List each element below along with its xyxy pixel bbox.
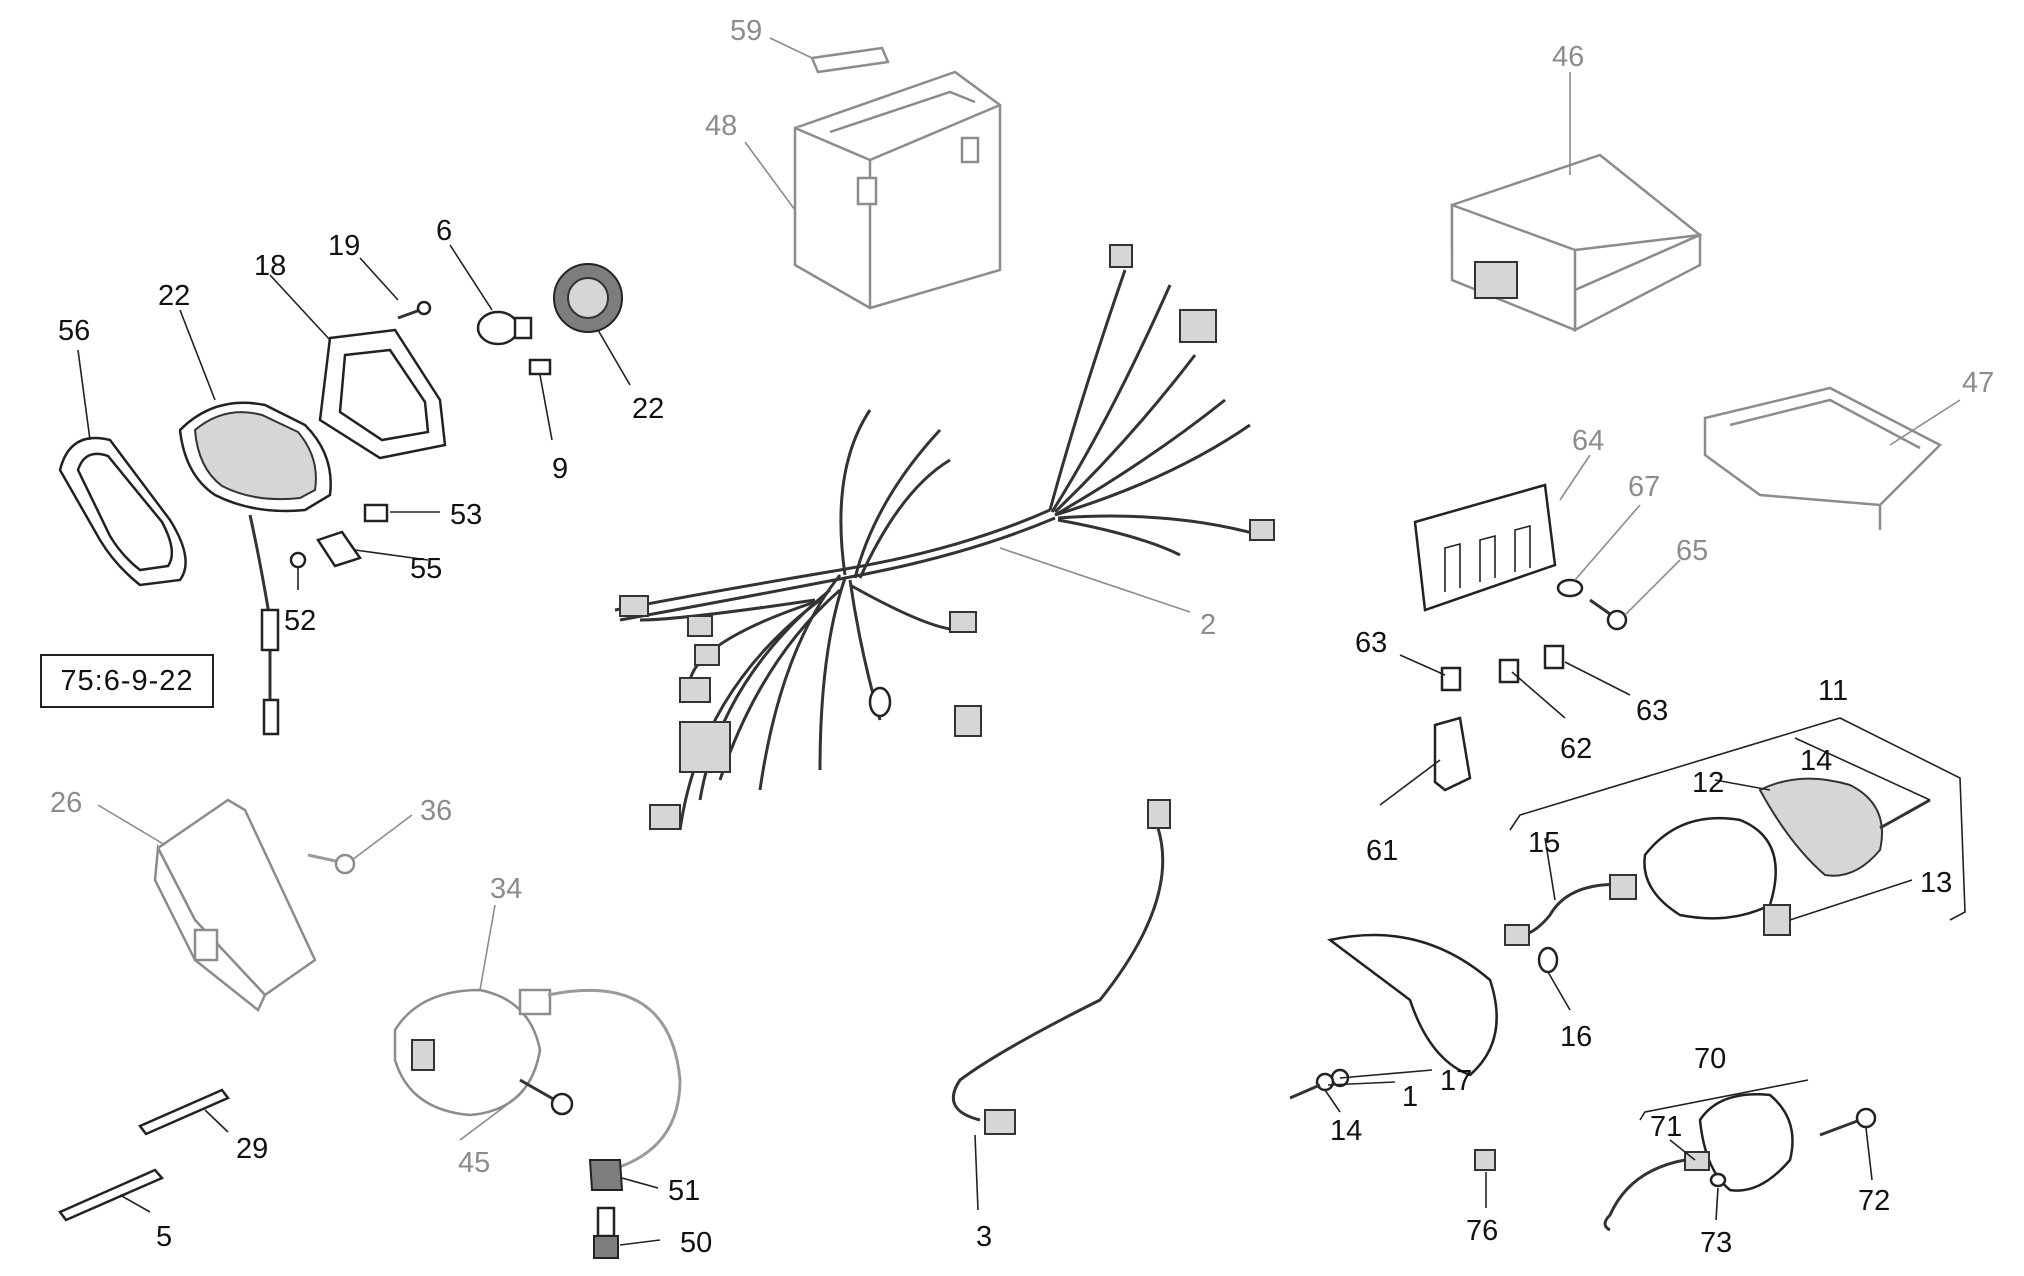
coil-bolt-part [519,1078,574,1116]
reference-code-box: 75:6-9-22 [40,654,214,708]
control-unit-part [1450,153,1703,333]
label-15: 15 [1528,827,1560,859]
leader-lines [77,37,1961,1246]
label-76: 76 [1466,1215,1498,1247]
label-14-bottom: 14 [1330,1115,1362,1147]
grommet-part [1474,1149,1496,1171]
label-18: 18 [254,250,286,282]
cable-tie-long-part [58,1168,165,1222]
small-screw-part [289,551,307,569]
fuse-plate-part [1413,483,1557,612]
battery-pad-part [810,46,890,74]
label-55: 55 [410,553,442,585]
label-63-left: 63 [1355,627,1387,659]
spring-part [363,503,389,523]
label-71: 71 [1650,1111,1682,1143]
label-63-right: 63 [1636,695,1668,727]
tray-bracket-part [1703,386,1943,530]
label-73: 73 [1700,1227,1732,1259]
label-59: 59 [730,15,762,47]
horn-part [553,263,623,333]
spark-plug-part [593,1206,619,1259]
main-wiring-harness-part [614,244,1275,831]
label-2: 2 [1200,609,1216,641]
label-22-right: 22 [632,393,664,425]
label-5: 5 [156,1221,172,1253]
label-19: 19 [328,230,360,262]
fuse-part [1433,644,1565,792]
label-12: 12 [1692,767,1724,799]
label-45: 45 [458,1147,490,1179]
headlamp-bulb-part [476,310,533,346]
cable-tie-part [138,1088,230,1136]
label-52: 52 [284,605,316,637]
tail-light-assembly-part [1289,717,1966,1100]
headlamp-bracket-part [318,328,447,460]
clip-plate-part [316,530,362,568]
label-29: 29 [236,1133,268,1165]
label-3: 3 [976,1221,992,1253]
label-17: 17 [1440,1065,1472,1097]
label-53: 53 [450,499,482,531]
label-46: 46 [1552,41,1584,73]
label-34: 34 [490,873,522,905]
sensor-harness-part [951,799,1171,1135]
label-62: 62 [1560,733,1592,765]
spark-plug-cap-part [588,1159,624,1191]
bolt-part [1589,598,1628,631]
battery-part [793,70,1002,310]
washer-part [1556,578,1584,598]
ignition-coil-part [393,988,682,1172]
label-65: 65 [1676,535,1708,567]
label-70: 70 [1694,1043,1726,1075]
label-51: 51 [668,1175,700,1207]
label-9: 9 [552,453,568,485]
label-22-left: 22 [158,280,190,312]
parking-bulb-part [528,358,552,376]
label-26: 26 [50,787,82,819]
reference-code: 75:6-9-22 [60,664,194,697]
label-47: 47 [1962,367,1994,399]
label-64: 64 [1572,425,1604,457]
label-11: 11 [1818,675,1848,707]
label-50: 50 [680,1227,712,1259]
headlamp-body-part [178,401,332,736]
label-13: 13 [1920,867,1952,899]
label-36: 36 [420,795,452,827]
label-61: 61 [1366,835,1398,867]
part-number-labels: 59 48 46 47 64 67 65 63 62 63 61 2 19 6 … [50,15,1994,1259]
screw-part [397,300,432,320]
voltage-regulator-part [153,798,317,1012]
label-1: 1 [1402,1081,1418,1113]
regulator-bolt-part [307,853,356,875]
label-56: 56 [58,315,90,347]
label-67: 67 [1628,471,1660,503]
label-48: 48 [705,110,737,142]
sensor-bracket-part [1603,1093,1877,1232]
label-16: 16 [1560,1021,1592,1053]
label-6: 6 [436,215,452,247]
label-14-top: 14 [1800,745,1832,777]
label-72: 72 [1858,1185,1890,1217]
headlamp-rim-part [58,436,187,587]
